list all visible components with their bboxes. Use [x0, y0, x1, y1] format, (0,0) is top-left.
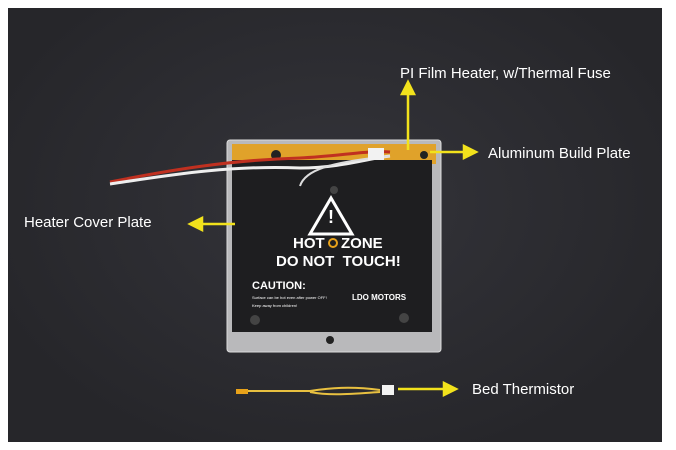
- hot-zone-icon: [328, 238, 338, 248]
- label-build-plate: Aluminum Build Plate: [488, 145, 631, 162]
- warning-hot: HOT: [293, 235, 325, 252]
- warning-do-not-touch: DO NOT TOUCH!: [276, 253, 401, 270]
- thermistor-connector: [382, 385, 394, 395]
- arrows: [187, 79, 479, 398]
- arrow-right-icon: [442, 380, 459, 398]
- arrow-left-icon: [187, 215, 204, 233]
- heater-wire-red: [109, 150, 391, 184]
- thermal-fuse: [368, 148, 384, 160]
- arrow-up-icon: [399, 79, 417, 96]
- screw: [399, 313, 409, 323]
- label-thermistor: Bed Thermistor: [472, 381, 575, 398]
- label-film-heater: PI Film Heater, w/Thermal Fuse: [400, 65, 611, 82]
- brand-logo: LDO MOTORS: [352, 293, 407, 302]
- warning-triangle-icon: [307, 195, 355, 236]
- heater-wire-white: [109, 154, 391, 186]
- screw-hole: [326, 336, 334, 344]
- screw: [250, 315, 260, 325]
- thermistor-tip: [236, 389, 248, 394]
- caution-line-1: Surface can be hot even after power OFF!: [252, 295, 327, 300]
- arrow-right-icon: [462, 143, 479, 161]
- warning-zone: ZONE: [341, 235, 383, 252]
- caution-title: CAUTION:: [252, 280, 306, 292]
- label-cover-plate: Heater Cover Plate: [24, 214, 152, 231]
- thermistor-cable: [248, 386, 381, 396]
- warning-exclamation: !: [328, 207, 334, 227]
- caution-line-2: Keep away from children!: [252, 303, 298, 308]
- screw-hole: [420, 151, 428, 159]
- screw: [330, 186, 338, 194]
